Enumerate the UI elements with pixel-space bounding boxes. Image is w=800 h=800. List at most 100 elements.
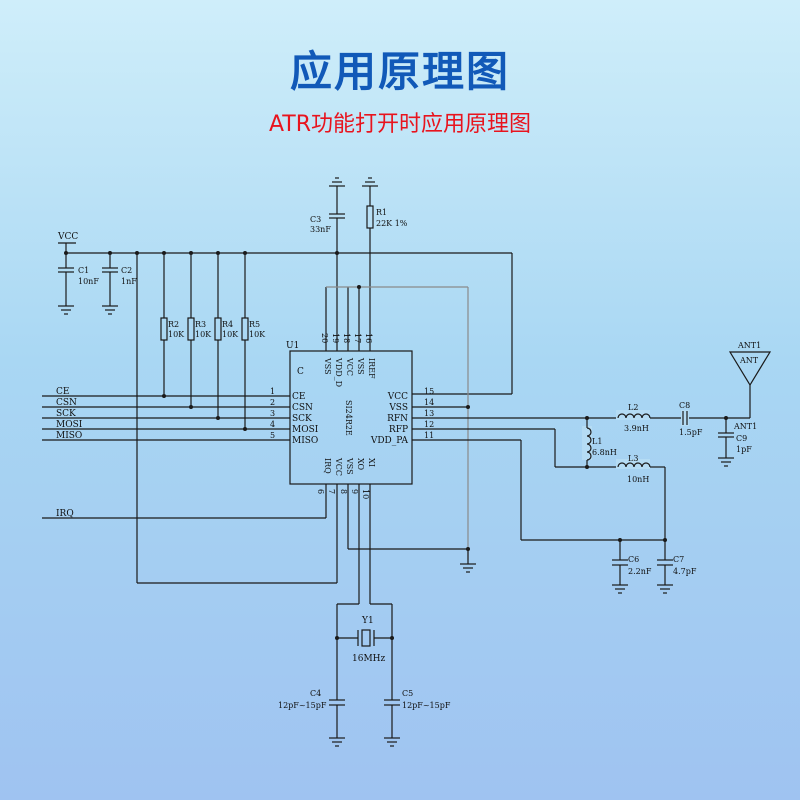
c9-ref: C9 bbox=[736, 434, 747, 443]
capacitor-c2: C2 1nF bbox=[102, 253, 137, 315]
ic-part-name: SI24R2E bbox=[344, 400, 353, 436]
r1-ref: R1 bbox=[376, 208, 387, 217]
pin-xi-name: XI bbox=[367, 458, 376, 467]
signal-mosi: MOSI bbox=[56, 420, 83, 430]
r4-ref: R4 bbox=[222, 320, 233, 329]
l3-ref: L3 bbox=[628, 454, 638, 463]
crystal-y1: Y1 16MHz bbox=[335, 603, 394, 700]
left-pin-numbers: 1 2 3 4 5 bbox=[270, 387, 275, 440]
y1-value: 16MHz bbox=[352, 654, 386, 664]
pin-4-number: 4 bbox=[270, 420, 275, 429]
inductor-l1: L1 6.8nH bbox=[582, 418, 617, 467]
c8-value: 1.5pF bbox=[679, 428, 703, 437]
antenna-ref: ANT1 bbox=[737, 341, 761, 350]
pin-top-vss2-name: VSS bbox=[356, 357, 365, 375]
antenna-ant1: ANT1 ANT ANT1 bbox=[724, 341, 772, 431]
pin-csn-name: CSN bbox=[292, 403, 313, 413]
pin-11-number: 11 bbox=[424, 431, 434, 440]
pin-2-number: 2 bbox=[270, 398, 275, 407]
c8-ref: C8 bbox=[679, 401, 690, 410]
page-subtitle: ATR功能打开时应用原理图 bbox=[268, 112, 532, 137]
r4-value: 10K bbox=[222, 330, 239, 339]
ground-symbol-main bbox=[460, 549, 476, 573]
pin-1-number: 1 bbox=[270, 387, 275, 396]
resistor-r4: R4 10K bbox=[214, 253, 239, 418]
c7-ref: C7 bbox=[673, 555, 684, 564]
c3-ref: C3 bbox=[310, 215, 321, 224]
pin-miso-name: MISO bbox=[292, 436, 318, 446]
c2-value: 1nF bbox=[121, 277, 137, 286]
capacitor-c3: C3 33nF bbox=[310, 177, 345, 234]
capacitor-c5: C5 12pF~15pF bbox=[384, 689, 451, 747]
ic-corner-mark: C bbox=[297, 367, 304, 377]
inductor-l3: L3 10nH bbox=[616, 454, 666, 540]
vcc-rail: VCC bbox=[57, 232, 513, 395]
l3-value: 10nH bbox=[627, 475, 649, 484]
pin-18-number: 18 bbox=[342, 333, 351, 343]
pin-xo-name: XO bbox=[356, 458, 365, 471]
pin-16-number: 16 bbox=[364, 333, 373, 343]
inductor-l2: L2 3.9nH bbox=[616, 403, 651, 433]
signal-lines: CE CSN SCK MOSI MISO IRQ bbox=[42, 387, 327, 519]
c4-ref: C4 bbox=[310, 689, 321, 698]
pin-iref-name: IREF bbox=[367, 358, 376, 379]
pin-vcc-name: VCC bbox=[387, 392, 408, 402]
capacitor-c6: C6 2.2nF bbox=[612, 540, 652, 594]
c1-value: 10nF bbox=[78, 277, 99, 286]
c5-ref: C5 bbox=[402, 689, 413, 698]
capacitor-c8: C8 1.5pF bbox=[679, 401, 703, 437]
antenna-net-label: ANT1 bbox=[733, 422, 757, 431]
c4-value: 12pF~15pF bbox=[278, 701, 327, 710]
pin-bot-vss-name: VSS bbox=[345, 457, 354, 475]
signal-sck: SCK bbox=[56, 409, 76, 419]
pin-15-number: 15 bbox=[424, 387, 434, 396]
l1-value: 6.8nH bbox=[592, 448, 617, 457]
c3-value: 33nF bbox=[310, 225, 331, 234]
r5-ref: R5 bbox=[249, 320, 260, 329]
pin-top-vss1-name: VSS bbox=[323, 357, 332, 375]
signal-ce: CE bbox=[56, 387, 69, 397]
pin-10-number: 10 bbox=[361, 489, 370, 499]
c1-ref: C1 bbox=[78, 266, 89, 275]
l2-ref: L2 bbox=[628, 403, 638, 412]
resistor-r5: R5 10K bbox=[241, 253, 266, 429]
pin-17-number: 17 bbox=[353, 333, 362, 343]
vcc-label: VCC bbox=[57, 232, 78, 242]
r5-value: 10K bbox=[249, 330, 266, 339]
l1-ref: L1 bbox=[592, 437, 602, 446]
pin-6-number: 6 bbox=[316, 489, 325, 494]
r1-value: 22K 1% bbox=[376, 219, 408, 228]
pin-rfn-name: RFN bbox=[387, 414, 408, 424]
capacitor-c4: C4 12pF~15pF bbox=[278, 689, 345, 747]
bottom-pins: 6 7 8 9 10 bbox=[135, 251, 470, 604]
pin-mosi-name: MOSI bbox=[292, 425, 319, 435]
pin-top-vcc-name: VCC bbox=[345, 357, 354, 376]
right-pins: 15 14 13 12 11 bbox=[412, 387, 726, 542]
c9-value: 1pF bbox=[736, 445, 752, 454]
l2-value: 3.9nH bbox=[624, 424, 649, 433]
signal-csn: CSN bbox=[56, 398, 77, 408]
pin-9-number: 9 bbox=[350, 489, 359, 494]
resistor-r2: R2 10K bbox=[160, 253, 185, 394]
pin-20-number: 20 bbox=[320, 333, 329, 343]
c5-value: 12pF~15pF bbox=[402, 701, 451, 710]
c6-ref: C6 bbox=[628, 555, 639, 564]
pin-ce-name: CE bbox=[292, 392, 305, 402]
pin-rfp-name: RFP bbox=[389, 425, 408, 435]
r2-value: 10K bbox=[168, 330, 185, 339]
resistor-r1: R1 22K 1% bbox=[362, 177, 408, 232]
r3-ref: R3 bbox=[195, 320, 206, 329]
pin-vddpa-name: VDD_PA bbox=[370, 436, 409, 446]
pin-vddd-name: VDD_D bbox=[334, 357, 343, 387]
resistor-r3: R3 10K bbox=[187, 253, 212, 407]
y1-ref: Y1 bbox=[361, 616, 374, 626]
pin-14-number: 14 bbox=[424, 398, 434, 407]
antenna-body-label: ANT bbox=[739, 356, 759, 365]
page-title: 应用原理图 bbox=[289, 47, 510, 96]
pin-8-number: 8 bbox=[339, 489, 348, 494]
pin-12-number: 12 bbox=[424, 420, 434, 429]
pin-3-number: 3 bbox=[270, 409, 275, 418]
top-pins: 20 19 18 17 16 bbox=[320, 222, 469, 560]
pin-irq-name: IRQ bbox=[323, 458, 332, 474]
r3-value: 10K bbox=[195, 330, 212, 339]
